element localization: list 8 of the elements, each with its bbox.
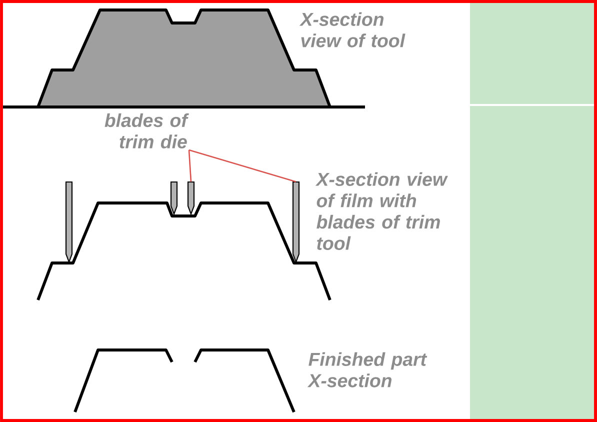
blade — [292, 181, 300, 264]
caption-text: X-section view of tool — [299, 12, 406, 48]
caption-text: X-section view of film with blades of trim tool — [315, 172, 448, 250]
leader-line — [188, 149, 296, 182]
blade — [187, 181, 195, 216]
leader-line — [188, 150, 192, 182]
caption-text: Finished part X-section — [307, 352, 428, 388]
callout-text: blades of trim die — [104, 113, 189, 148]
